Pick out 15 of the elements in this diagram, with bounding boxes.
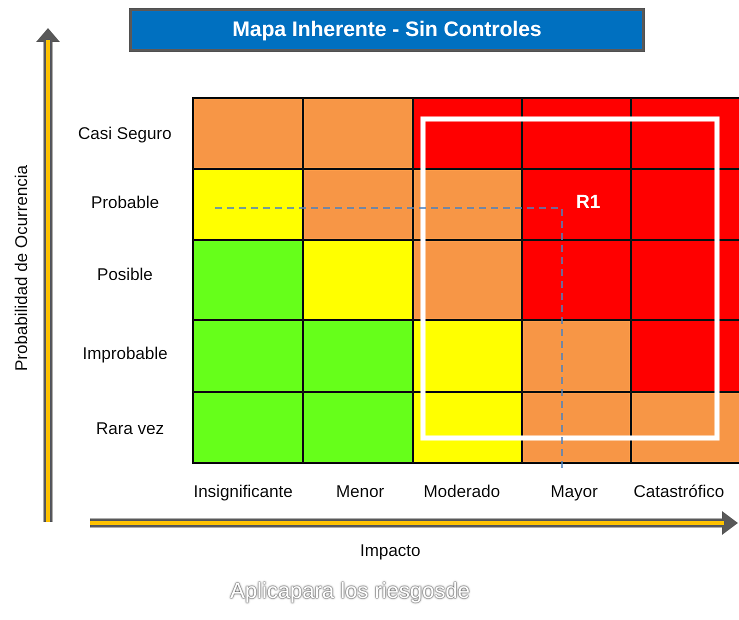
row-label: Probable <box>91 193 160 213</box>
row-label: Rara vez <box>96 419 164 439</box>
title-banner: Mapa Inherente - Sin Controles <box>129 8 645 52</box>
column-label: Catastrófico <box>634 482 724 502</box>
axis-title: Impacto <box>360 541 420 561</box>
row-label: Casi Seguro <box>78 124 172 144</box>
column-label: Insignificante <box>194 482 293 502</box>
column-label: Moderado <box>424 482 500 502</box>
row-label: Posible <box>97 265 153 285</box>
column-label: Menor <box>336 482 384 502</box>
row-label: Improbable <box>82 344 168 364</box>
axis-title: Probabilidad de Ocurrencia <box>12 165 32 371</box>
column-label: Mayor <box>550 482 598 502</box>
overlay-note: Aplicapara los riesgosde <box>228 576 471 604</box>
risk-marker: R1 <box>576 193 600 213</box>
